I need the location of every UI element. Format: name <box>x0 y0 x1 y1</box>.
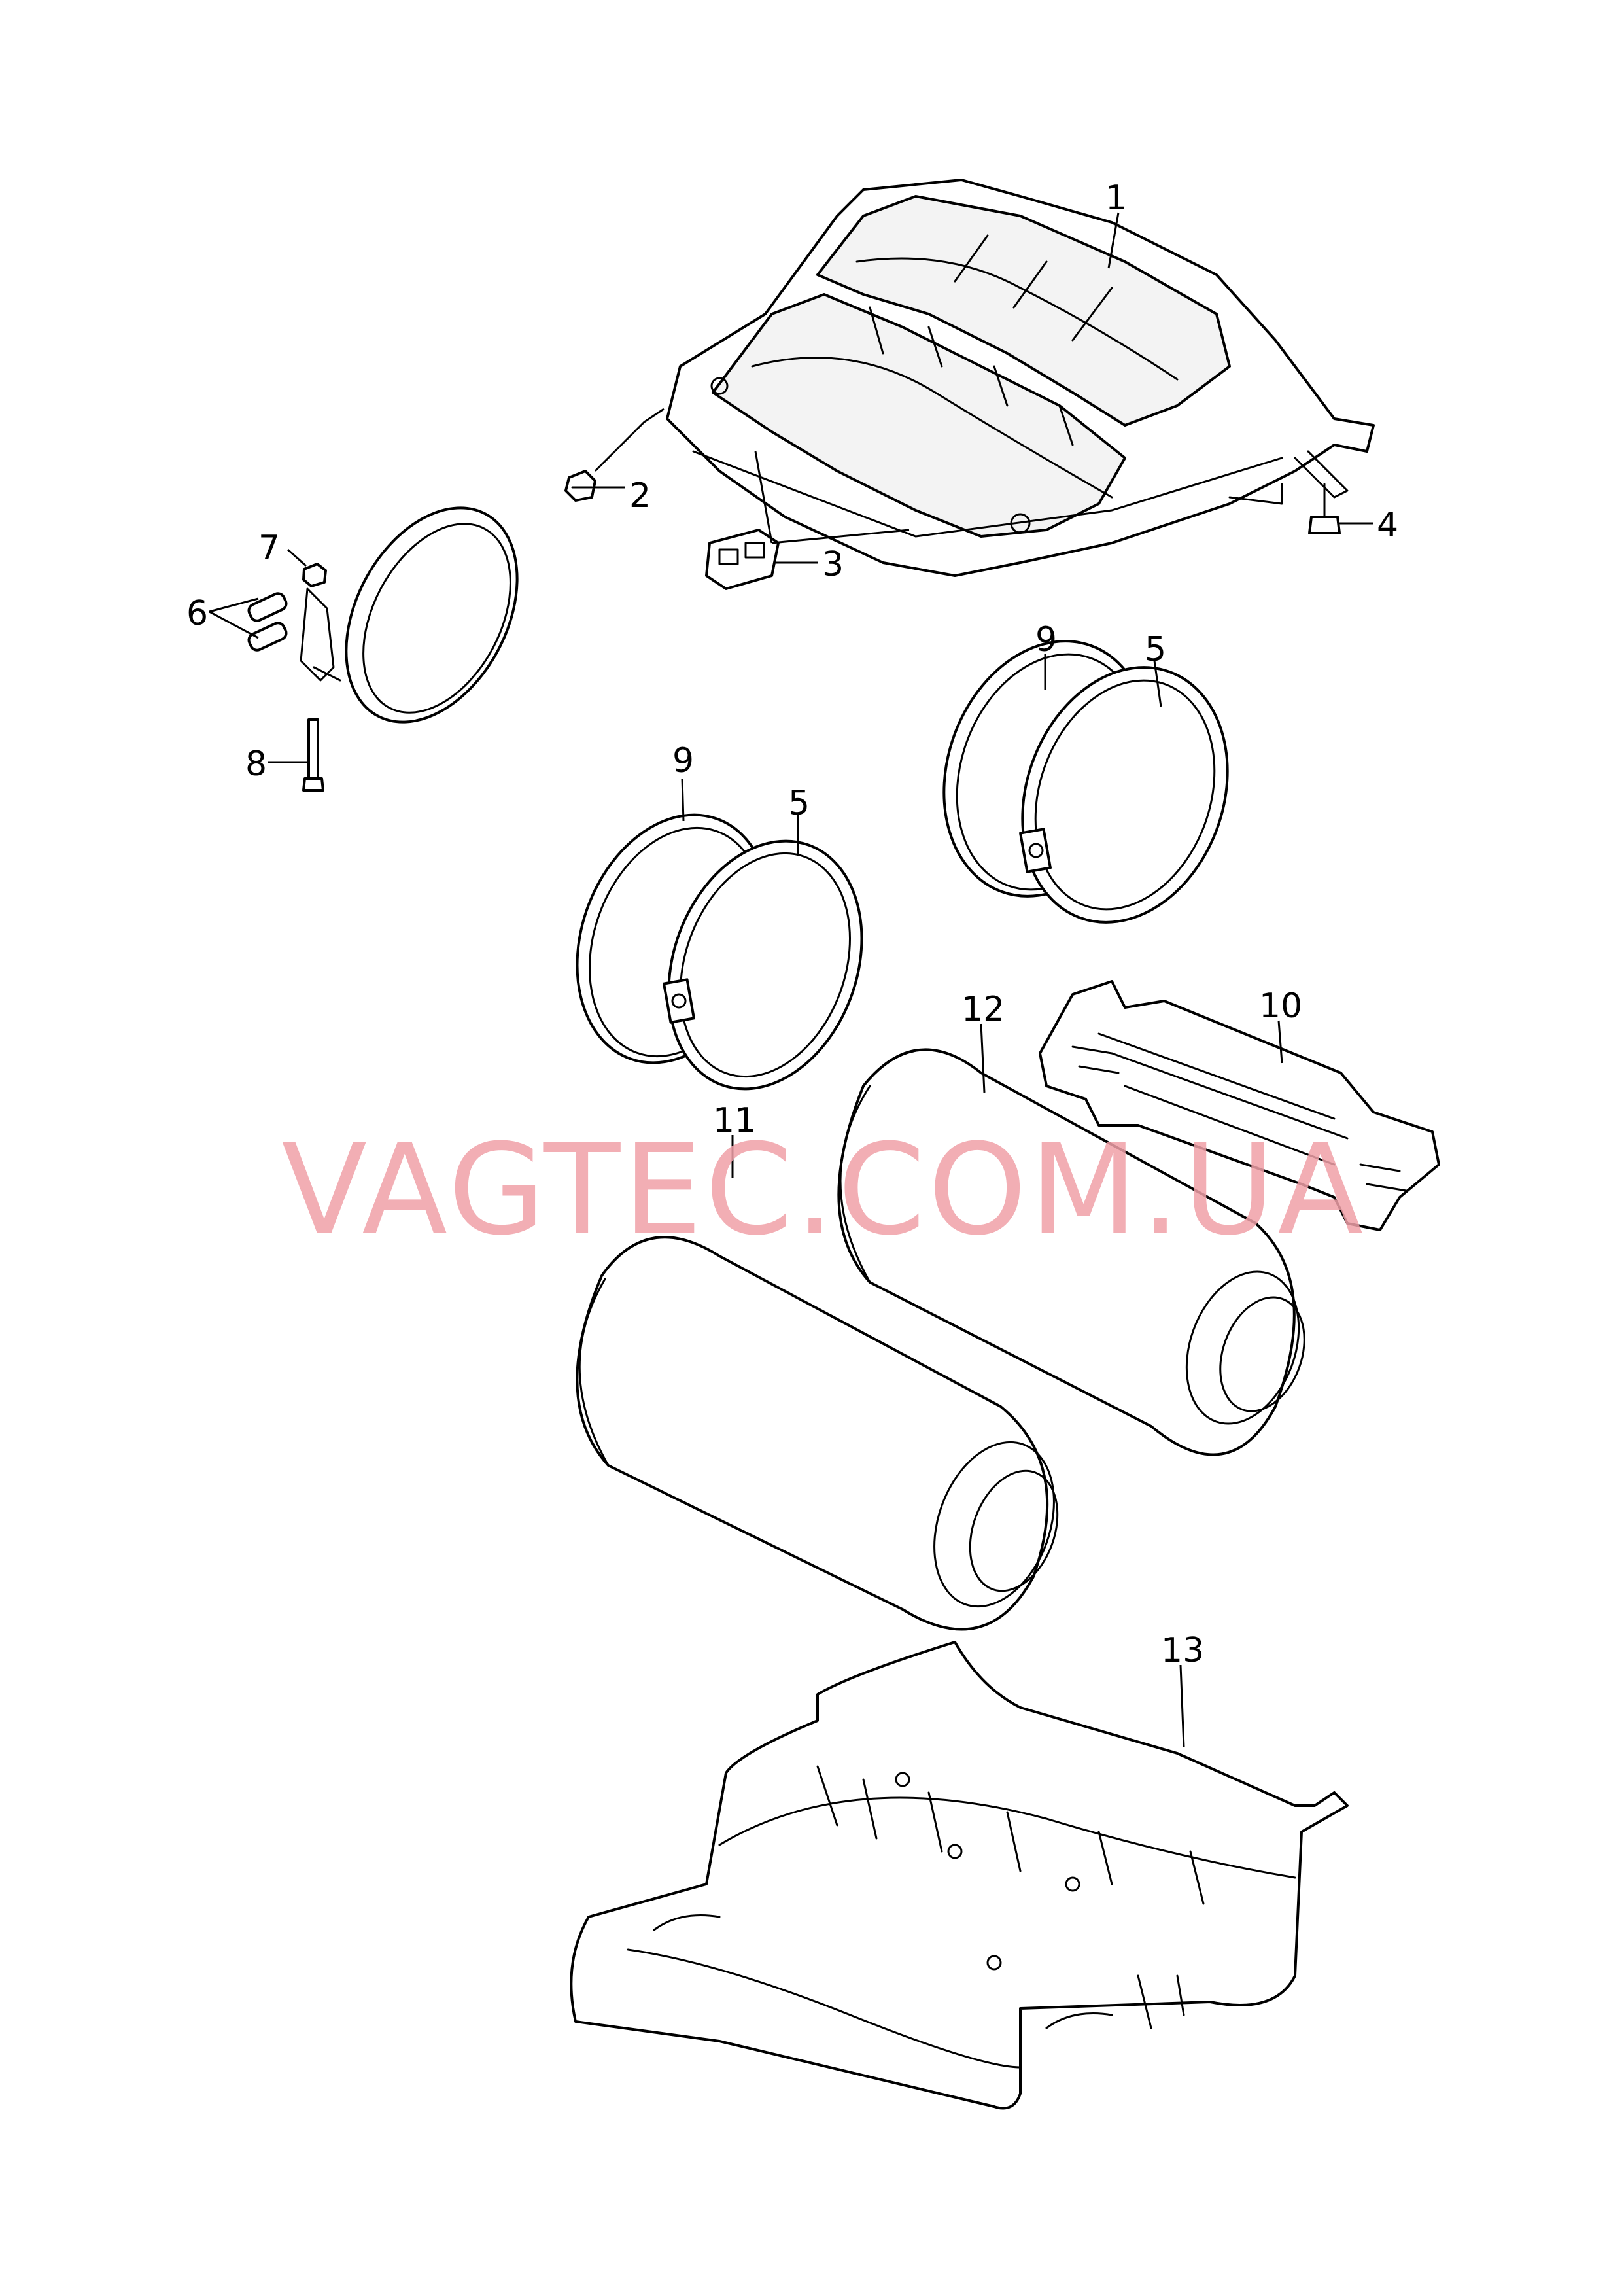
part-3-holder[interactable] <box>705 529 780 590</box>
callout-1: 1 <box>1105 179 1127 218</box>
part-strap-assembly-left[interactable] <box>300 478 552 751</box>
part-5-clamp-left[interactable] <box>636 814 895 1116</box>
callout-13: 13 <box>1161 1631 1204 1670</box>
part-10-pad[interactable] <box>1039 980 1440 1231</box>
callout-12: 12 <box>961 990 1005 1029</box>
callout-9-right: 9 <box>1035 620 1057 659</box>
callout-5-left: 5 <box>788 784 810 823</box>
callout-8: 8 <box>245 745 267 784</box>
part-6-sleeves[interactable] <box>247 591 288 652</box>
callout-6: 6 <box>186 594 208 633</box>
callout-10: 10 <box>1259 987 1302 1026</box>
callout-11: 11 <box>713 1101 756 1140</box>
callout-5-right: 5 <box>1145 630 1166 669</box>
callout-7: 7 <box>258 529 280 568</box>
part-7-nut[interactable] <box>302 563 327 587</box>
part-1-tank-cover[interactable] <box>666 179 1375 577</box>
leader-lines <box>209 212 1373 1747</box>
part-8-bolt[interactable] <box>302 718 324 792</box>
part-5-clamp-right[interactable] <box>988 639 1262 951</box>
part-4-bolt[interactable] <box>1308 483 1341 534</box>
watermark-text: VAGTEC.COM.UA <box>281 1117 1366 1263</box>
callout-2: 2 <box>629 476 651 516</box>
callout-9-left: 9 <box>672 741 694 780</box>
part-2-clip[interactable] <box>564 470 596 502</box>
part-11-tank-lower[interactable] <box>576 1236 1075 1631</box>
part-12-tank-upper[interactable] <box>837 1048 1319 1456</box>
callout-labels: 1 2 3 4 5 5 6 7 8 9 9 10 11 12 13 <box>186 179 1398 1670</box>
callout-3: 3 <box>822 545 844 584</box>
part-13-tray[interactable] <box>570 1641 1349 2110</box>
callout-4: 4 <box>1377 506 1398 545</box>
